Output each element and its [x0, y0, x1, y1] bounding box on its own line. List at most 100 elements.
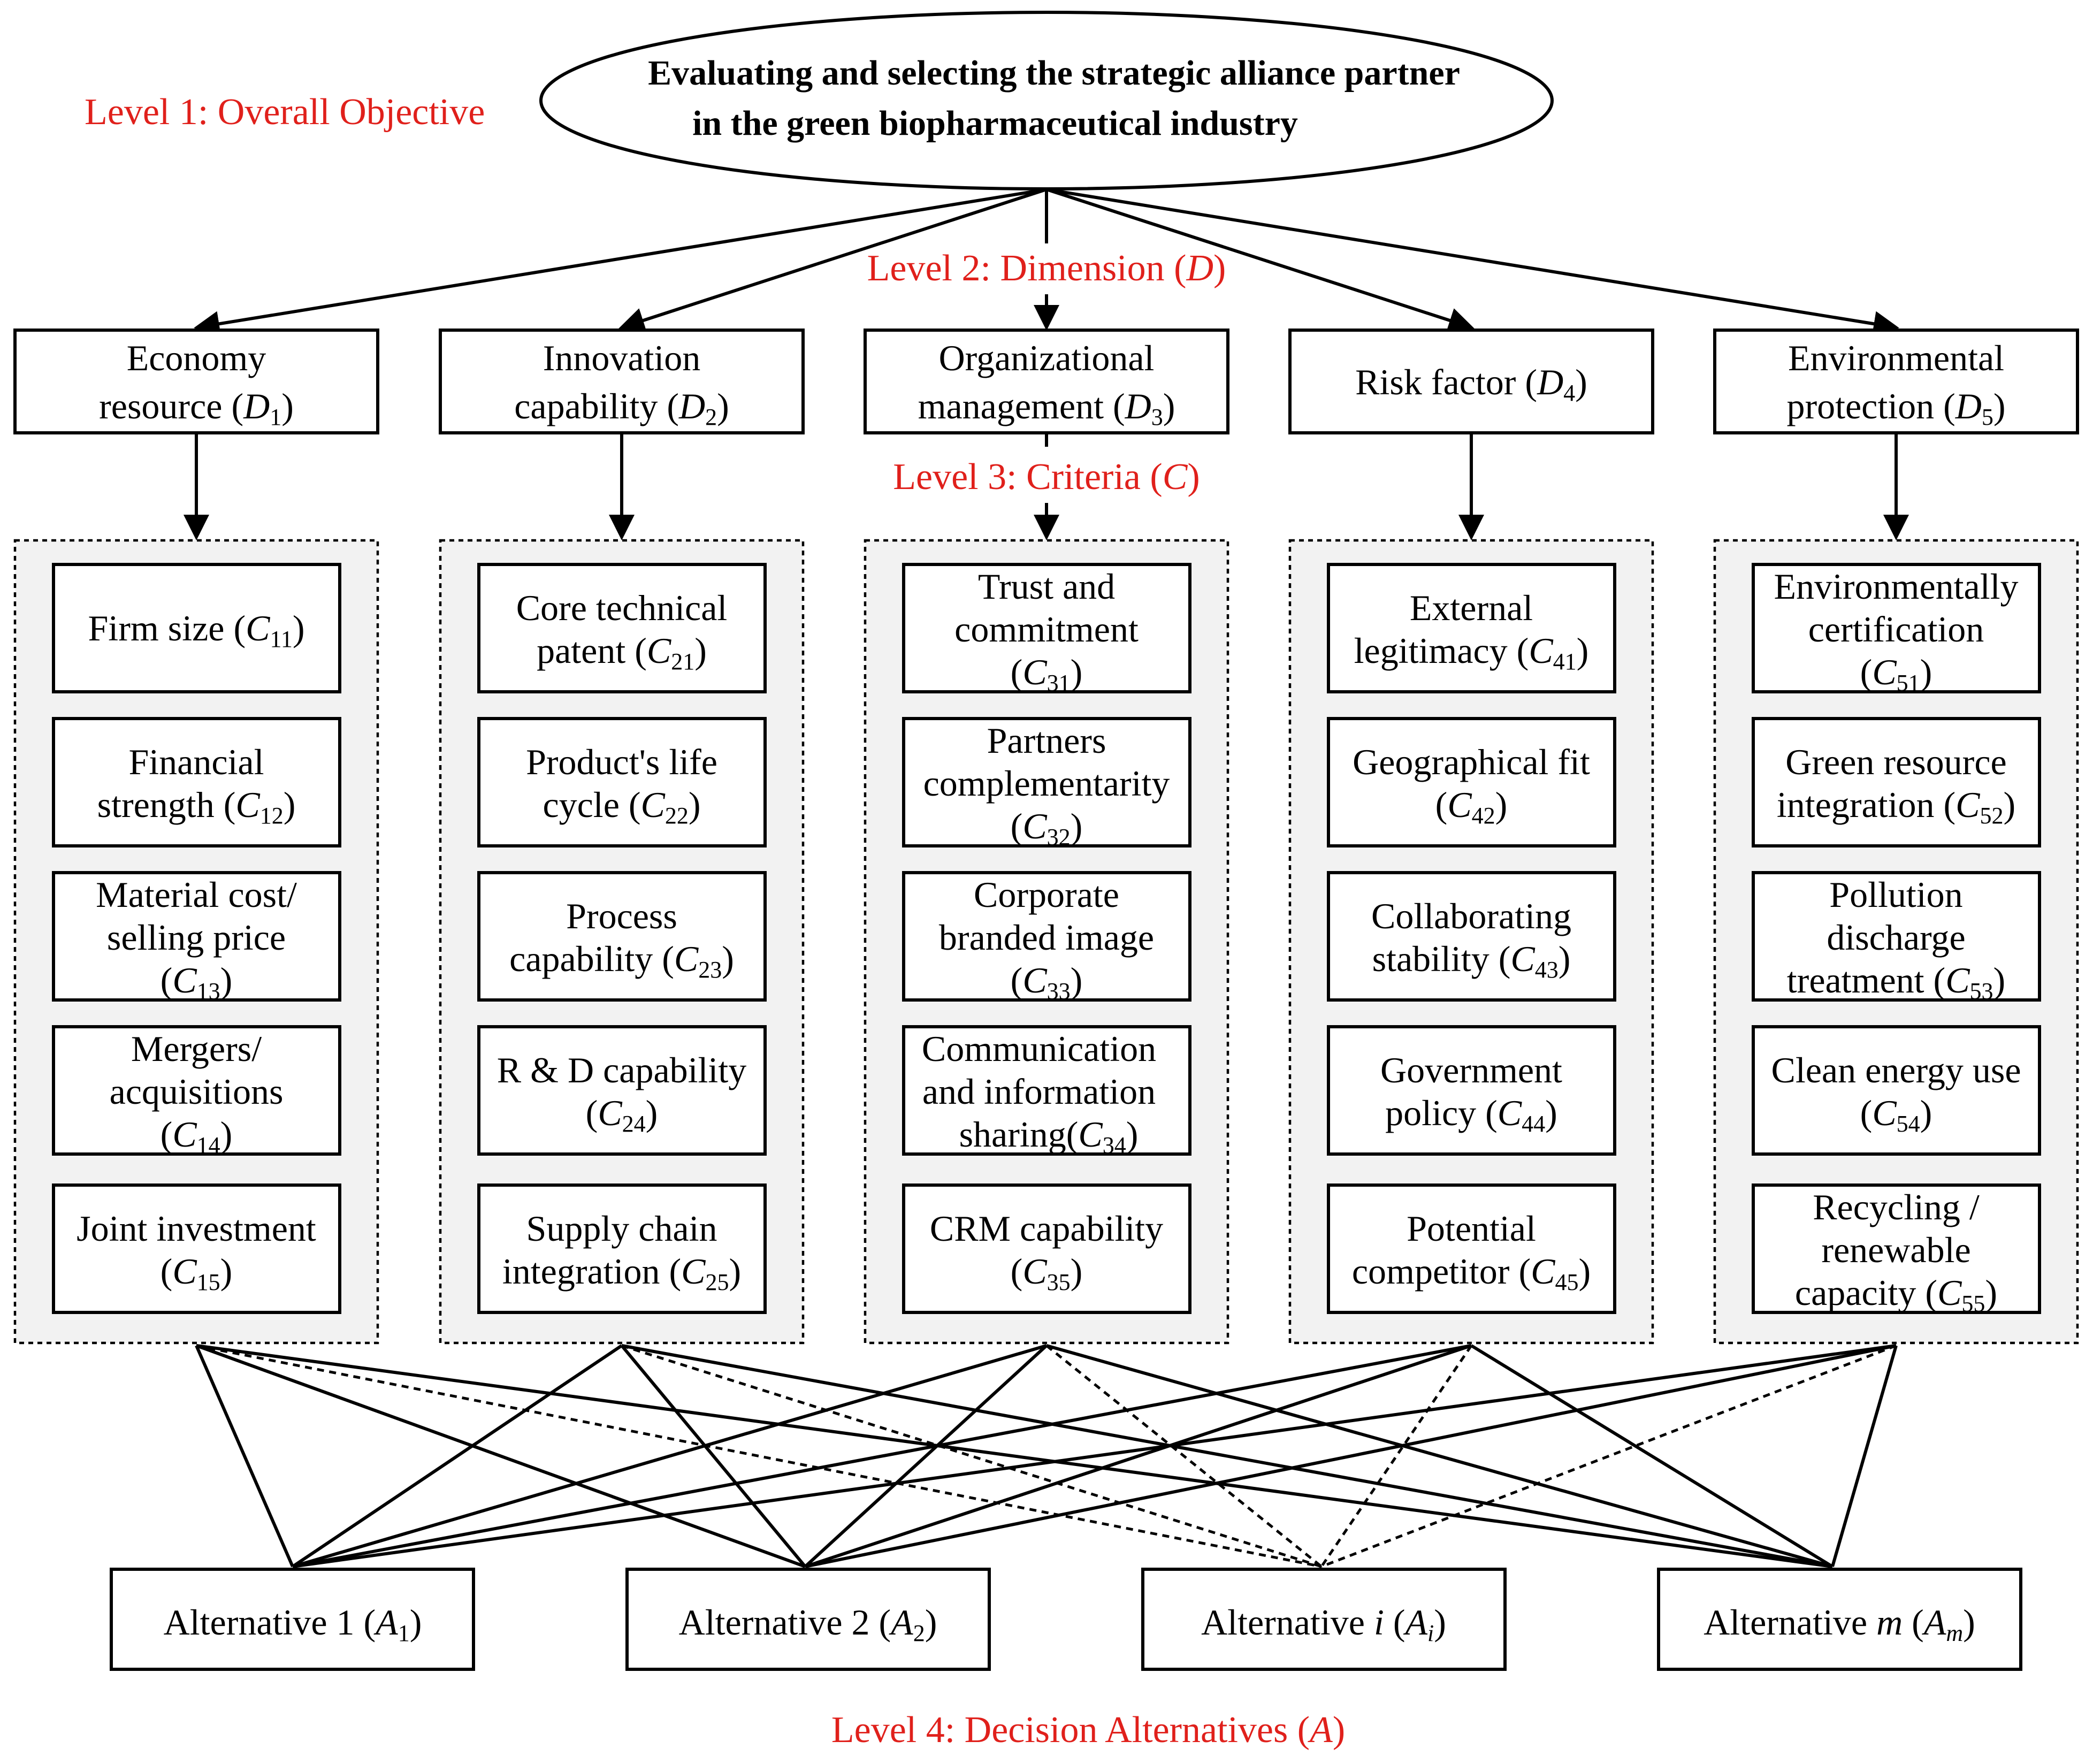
svg-text:Partners: Partners — [987, 720, 1106, 761]
criterion-c24: R & D capability (C24) — [477, 1025, 767, 1156]
svg-text:(C42): (C42) — [1435, 784, 1508, 829]
svg-text:Potential: Potential — [1407, 1208, 1536, 1249]
svg-text:(C14): (C14) — [161, 1114, 233, 1158]
criterion-c53: Pollution discharge treatment (C53) — [1752, 871, 2041, 1004]
criterion-c41: External legitimacy (C41) — [1327, 563, 1616, 693]
criterion-c23: Process capability (C23) — [477, 871, 767, 1002]
dimension-d1: Economy resource (D1) — [13, 329, 379, 434]
svg-text:Product's life: Product's life — [526, 742, 717, 782]
svg-text:policy (C44): policy (C44) — [1385, 1093, 1557, 1137]
criterion-c15: Joint investment (C15) — [52, 1183, 341, 1314]
svg-text:integration (C25): integration (C25) — [502, 1251, 741, 1295]
criterion-c45: Potential competitor (C45) — [1327, 1183, 1616, 1314]
alternative-m: Alternative m (Am) — [1657, 1568, 2022, 1671]
criterion-c44: Government policy (C44) — [1327, 1025, 1616, 1156]
svg-text:Environmentally: Environmentally — [1774, 566, 2018, 607]
criterion-c11: Firm size (C11) — [52, 563, 341, 693]
svg-text:capacity (C55): capacity (C55) — [1795, 1272, 1997, 1317]
svg-text:strength (C12): strength (C12) — [97, 784, 296, 829]
svg-text:resource (D1): resource (D1) — [99, 386, 294, 430]
svg-text:R & D capability: R & D capability — [497, 1050, 746, 1090]
criterion-c21: Core technical patent (C21) — [477, 563, 767, 693]
svg-text:certification: certification — [1808, 609, 1984, 650]
alternative-2: Alternative 2 (A2) — [625, 1568, 991, 1671]
svg-text:Organizational: Organizational — [939, 338, 1155, 378]
criterion-c12: Financial strength (C12) — [52, 717, 341, 847]
criterion-c31: Trust and commitment (C31) — [902, 563, 1191, 696]
svg-text:cycle (C22): cycle (C22) — [543, 784, 700, 829]
svg-text:Firm size (C11): Firm size (C11) — [88, 608, 304, 652]
svg-text:competitor (C45): competitor (C45) — [1352, 1251, 1591, 1295]
svg-text:complementarity: complementarity — [923, 763, 1170, 804]
criterion-c22: Product's life cycle (C22) — [477, 717, 767, 847]
level-2-label: Level 2: Dimension (D) — [867, 248, 1226, 289]
svg-text:(C15): (C15) — [161, 1251, 233, 1295]
svg-text:(C24): (C24) — [586, 1093, 658, 1137]
svg-text:Pollution: Pollution — [1829, 874, 1962, 915]
svg-text:Alternative i (Ai): Alternative i (Ai) — [1201, 1602, 1446, 1646]
svg-text:Innovation: Innovation — [543, 338, 701, 378]
criterion-c43: Collaborating stability (C43) — [1327, 871, 1616, 1002]
svg-text:protection (D5): protection (D5) — [1786, 386, 2005, 430]
criterion-c51: Environmentally certification (C51) — [1752, 563, 2041, 696]
svg-text:Alternative 2 (A2): Alternative 2 (A2) — [679, 1602, 937, 1646]
svg-text:Process: Process — [566, 896, 677, 936]
svg-text:selling price: selling price — [107, 917, 286, 958]
svg-text:acquisitions: acquisitions — [110, 1071, 284, 1112]
svg-text:commitment: commitment — [954, 609, 1139, 650]
svg-text:capability (D2): capability (D2) — [514, 386, 729, 430]
alternative-1: Alternative 1 (A1) — [110, 1568, 475, 1671]
criterion-c13: Material cost/ selling price (C13) — [52, 871, 341, 1004]
criterion-c52: Green resource integration (C52) — [1752, 717, 2041, 847]
svg-text:(C54): (C54) — [1860, 1093, 1932, 1137]
criterion-c14: Mergers/ acquisitions (C14) — [52, 1025, 341, 1158]
svg-text:(C51): (C51) — [1860, 652, 1932, 696]
objective-line-1: Evaluating and selecting the strategic a… — [648, 54, 1460, 93]
svg-text:Environmental: Environmental — [1788, 338, 2004, 378]
svg-text:Alternative 1 (A1): Alternative 1 (A1) — [164, 1602, 422, 1646]
svg-text:patent (C21): patent (C21) — [537, 630, 707, 675]
criterion-c42: Geographical fit (C42) — [1327, 717, 1616, 847]
svg-text:Communication: Communication — [922, 1028, 1156, 1069]
level-1-label: Level 1: Overall Objective — [85, 91, 485, 133]
criterion-c33: Corporate branded image (C33) — [902, 871, 1191, 1004]
alternative-i: Alternative i (Ai) — [1141, 1568, 1507, 1671]
svg-text:(C32): (C32) — [1011, 806, 1083, 850]
svg-text:and information: and information — [922, 1071, 1156, 1112]
svg-text:Collaborating: Collaborating — [1371, 896, 1571, 936]
criterion-c25: Supply chain integration (C25) — [477, 1183, 767, 1314]
svg-text:stability (C43): stability (C43) — [1372, 938, 1571, 983]
objective-line-2: in the green biopharmaceutical industry — [692, 104, 1298, 143]
svg-text:CRM capability: CRM capability — [930, 1208, 1163, 1249]
svg-text:Alternative m (Am): Alternative m (Am) — [1704, 1602, 1975, 1646]
svg-text:Green resource: Green resource — [1785, 742, 2006, 782]
criterion-c54: Clean energy use (C54) — [1752, 1025, 2041, 1156]
objective-to-dimension-arrows — [194, 188, 1899, 337]
criterion-c55: Recycling / renewable capacity (C55) — [1752, 1183, 2041, 1317]
svg-text:Risk factor (D4): Risk factor (D4) — [1355, 362, 1587, 406]
svg-text:Joint investment: Joint investment — [77, 1208, 316, 1249]
svg-text:(C35): (C35) — [1011, 1251, 1083, 1295]
svg-text:renewable: renewable — [1821, 1230, 1970, 1270]
svg-text:External: External — [1410, 587, 1533, 628]
svg-text:Corporate: Corporate — [974, 874, 1119, 915]
dimension-d5: Environmental protection (D5) — [1713, 329, 2079, 434]
svg-text:(C31): (C31) — [1011, 652, 1083, 696]
svg-text:Geographical fit: Geographical fit — [1353, 742, 1590, 782]
svg-text:discharge: discharge — [1827, 917, 1965, 958]
svg-text:branded image: branded image — [939, 917, 1154, 958]
svg-text:Trust and: Trust and — [978, 566, 1115, 607]
arrow-to-d2 — [618, 188, 1047, 333]
svg-text:Economy: Economy — [127, 338, 266, 378]
svg-text:sharing(C34): sharing(C34) — [959, 1114, 1139, 1158]
svg-text:Supply chain: Supply chain — [526, 1208, 717, 1249]
svg-text:Clean energy use: Clean energy use — [1771, 1050, 2021, 1090]
criterion-c34: Communication and information sharing(C3… — [902, 1025, 1191, 1158]
svg-text:(C13): (C13) — [161, 960, 233, 1004]
dimension-d4: Risk factor (D4) — [1288, 329, 1654, 434]
svg-text:(C33): (C33) — [1011, 960, 1083, 1004]
overall-objective: Evaluating and selecting the strategic a… — [539, 11, 1554, 190]
arrow-to-d5 — [1046, 188, 1899, 337]
svg-text:treatment (C53): treatment (C53) — [1787, 960, 2005, 1004]
